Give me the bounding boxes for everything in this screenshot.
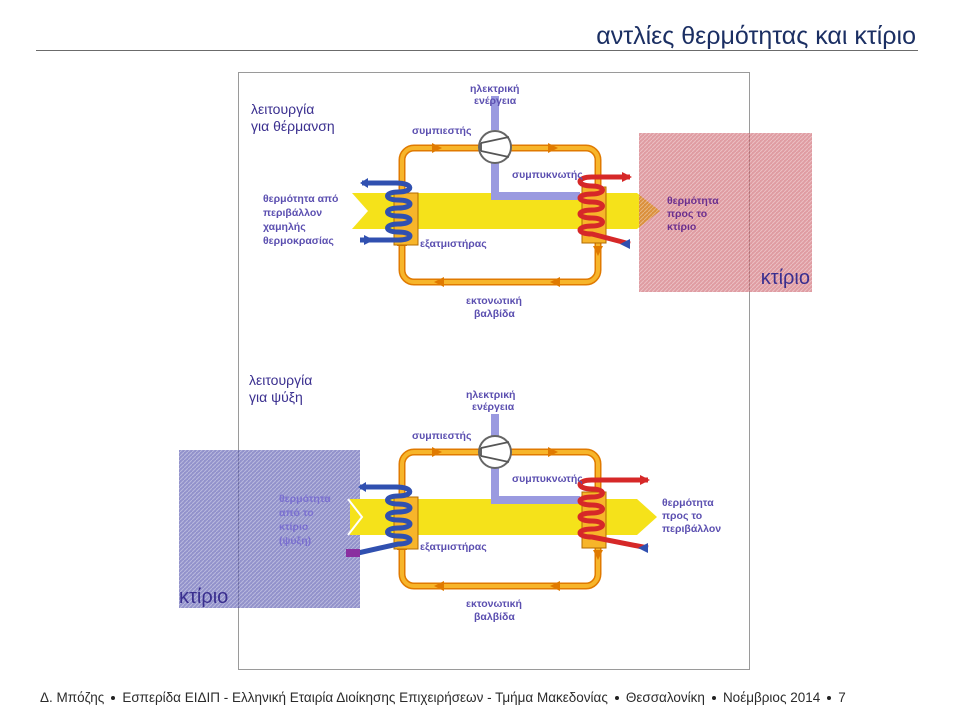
heating-source-label-3: χαμηλής [263,221,306,233]
cooling-building-label: κτίριο [179,586,228,608]
cooling-source-label-2: από το [279,507,314,519]
heating-mode-title: λειτουργία [251,101,314,117]
heating-compressor-icon [478,130,512,164]
footer-date: Νοέμβριος 2014 [722,690,821,705]
footer-author: Δ. Μπόζης [40,690,105,705]
bullet-icon [614,696,619,701]
heating-condenser-label: συμπυκνωτής [512,169,583,181]
cooling-mode-subtitle: για ψύξη [249,389,303,405]
bullet-icon [827,696,832,701]
heating-source-label-4: θερμοκρασίας [263,235,334,247]
heating-valve-label: εκτονωτική [466,295,522,307]
flow-arrow-icon [550,277,560,287]
cooling-output-label-2: προς το [662,510,702,522]
title-divider [36,50,918,51]
cooling-valve-label: εκτονωτική [466,598,522,610]
flow-arrow-icon [432,143,442,153]
heating-source-label-1: θερμότητα από [263,193,338,205]
heating-source-label-2: περιβάλλον [263,207,322,219]
cooling-source-label-4: (ψύξη) [279,535,311,547]
heating-valve-label-2: βαλβίδα [474,308,515,320]
heating-evaporator-icon [360,178,419,246]
heating-mode-subtitle: για θέρμανση [251,118,335,134]
heating-evaporator-label: εξατμιστήρας [420,238,487,250]
heating-building-overlay [639,133,812,292]
cooling-electric-label: ηλεκτρική [466,389,515,401]
heating-output-label-2: προς το [667,208,707,220]
heating-output-label-3: κτίριο [667,221,696,233]
cooling-building-overlay [179,450,360,608]
slide-title: αντλίες θερμότητας και κτίριο [596,22,916,50]
flow-arrow-icon [432,447,442,457]
cooling-output-label-3: περιβάλλον [662,523,721,535]
footer-event: Εσπερίδα ΕΙΔΙΠ - Ελληνική Εταιρία Διοίκη… [122,690,608,705]
cooling-compressor-label: συμπιεστής [412,430,472,442]
cooling-condenser-icon [577,475,650,553]
cooling-evaporator-icon [346,482,419,557]
cooling-evaporator-label: εξατμιστήρας [420,541,487,553]
cooling-electric-label-2: ενέργεια [472,401,515,413]
footer: Δ. Μπόζης Εσπερίδα ΕΙΔΙΠ - Ελληνική Εταιρ… [40,690,846,705]
flow-arrow-icon [548,447,558,457]
bullet-icon [111,696,116,701]
heating-electric-label: ηλεκτρική [470,83,519,95]
cooling-source-label-3: κτίριο [279,521,308,533]
cooling-valve-label-2: βαλβίδα [474,611,515,623]
cooling-output-label-1: θερμότητα [662,497,714,509]
flow-arrow-icon [550,581,560,591]
bullet-icon [711,696,716,701]
cooling-source-label-1: θερμότητα [279,493,331,505]
heating-building-label: κτίριο [761,267,810,289]
heating-output-label-1: θερμότητα [667,195,719,207]
footer-city: Θεσσαλονίκη [625,690,705,705]
heating-condenser-icon [577,172,632,249]
heating-compressor-label: συμπιεστής [412,125,472,137]
cooling-condenser-label: συμπυκνωτής [512,473,583,485]
footer-page-number: 7 [838,690,846,705]
heating-diagram: κτίριο λειτουργία για θέρμανση ηλεκτρική… [251,83,812,320]
flow-arrow-icon [434,277,444,287]
flow-arrow-icon [593,550,603,560]
heating-electric-label-2: ενέργεια [474,95,517,107]
flow-arrow-icon [548,143,558,153]
cooling-mode-title: λειτουργία [249,372,312,388]
flow-arrow-icon [434,581,444,591]
cooling-compressor-icon [478,435,512,469]
flow-arrow-icon [593,246,603,256]
cooling-diagram: κτίριο [179,372,721,623]
